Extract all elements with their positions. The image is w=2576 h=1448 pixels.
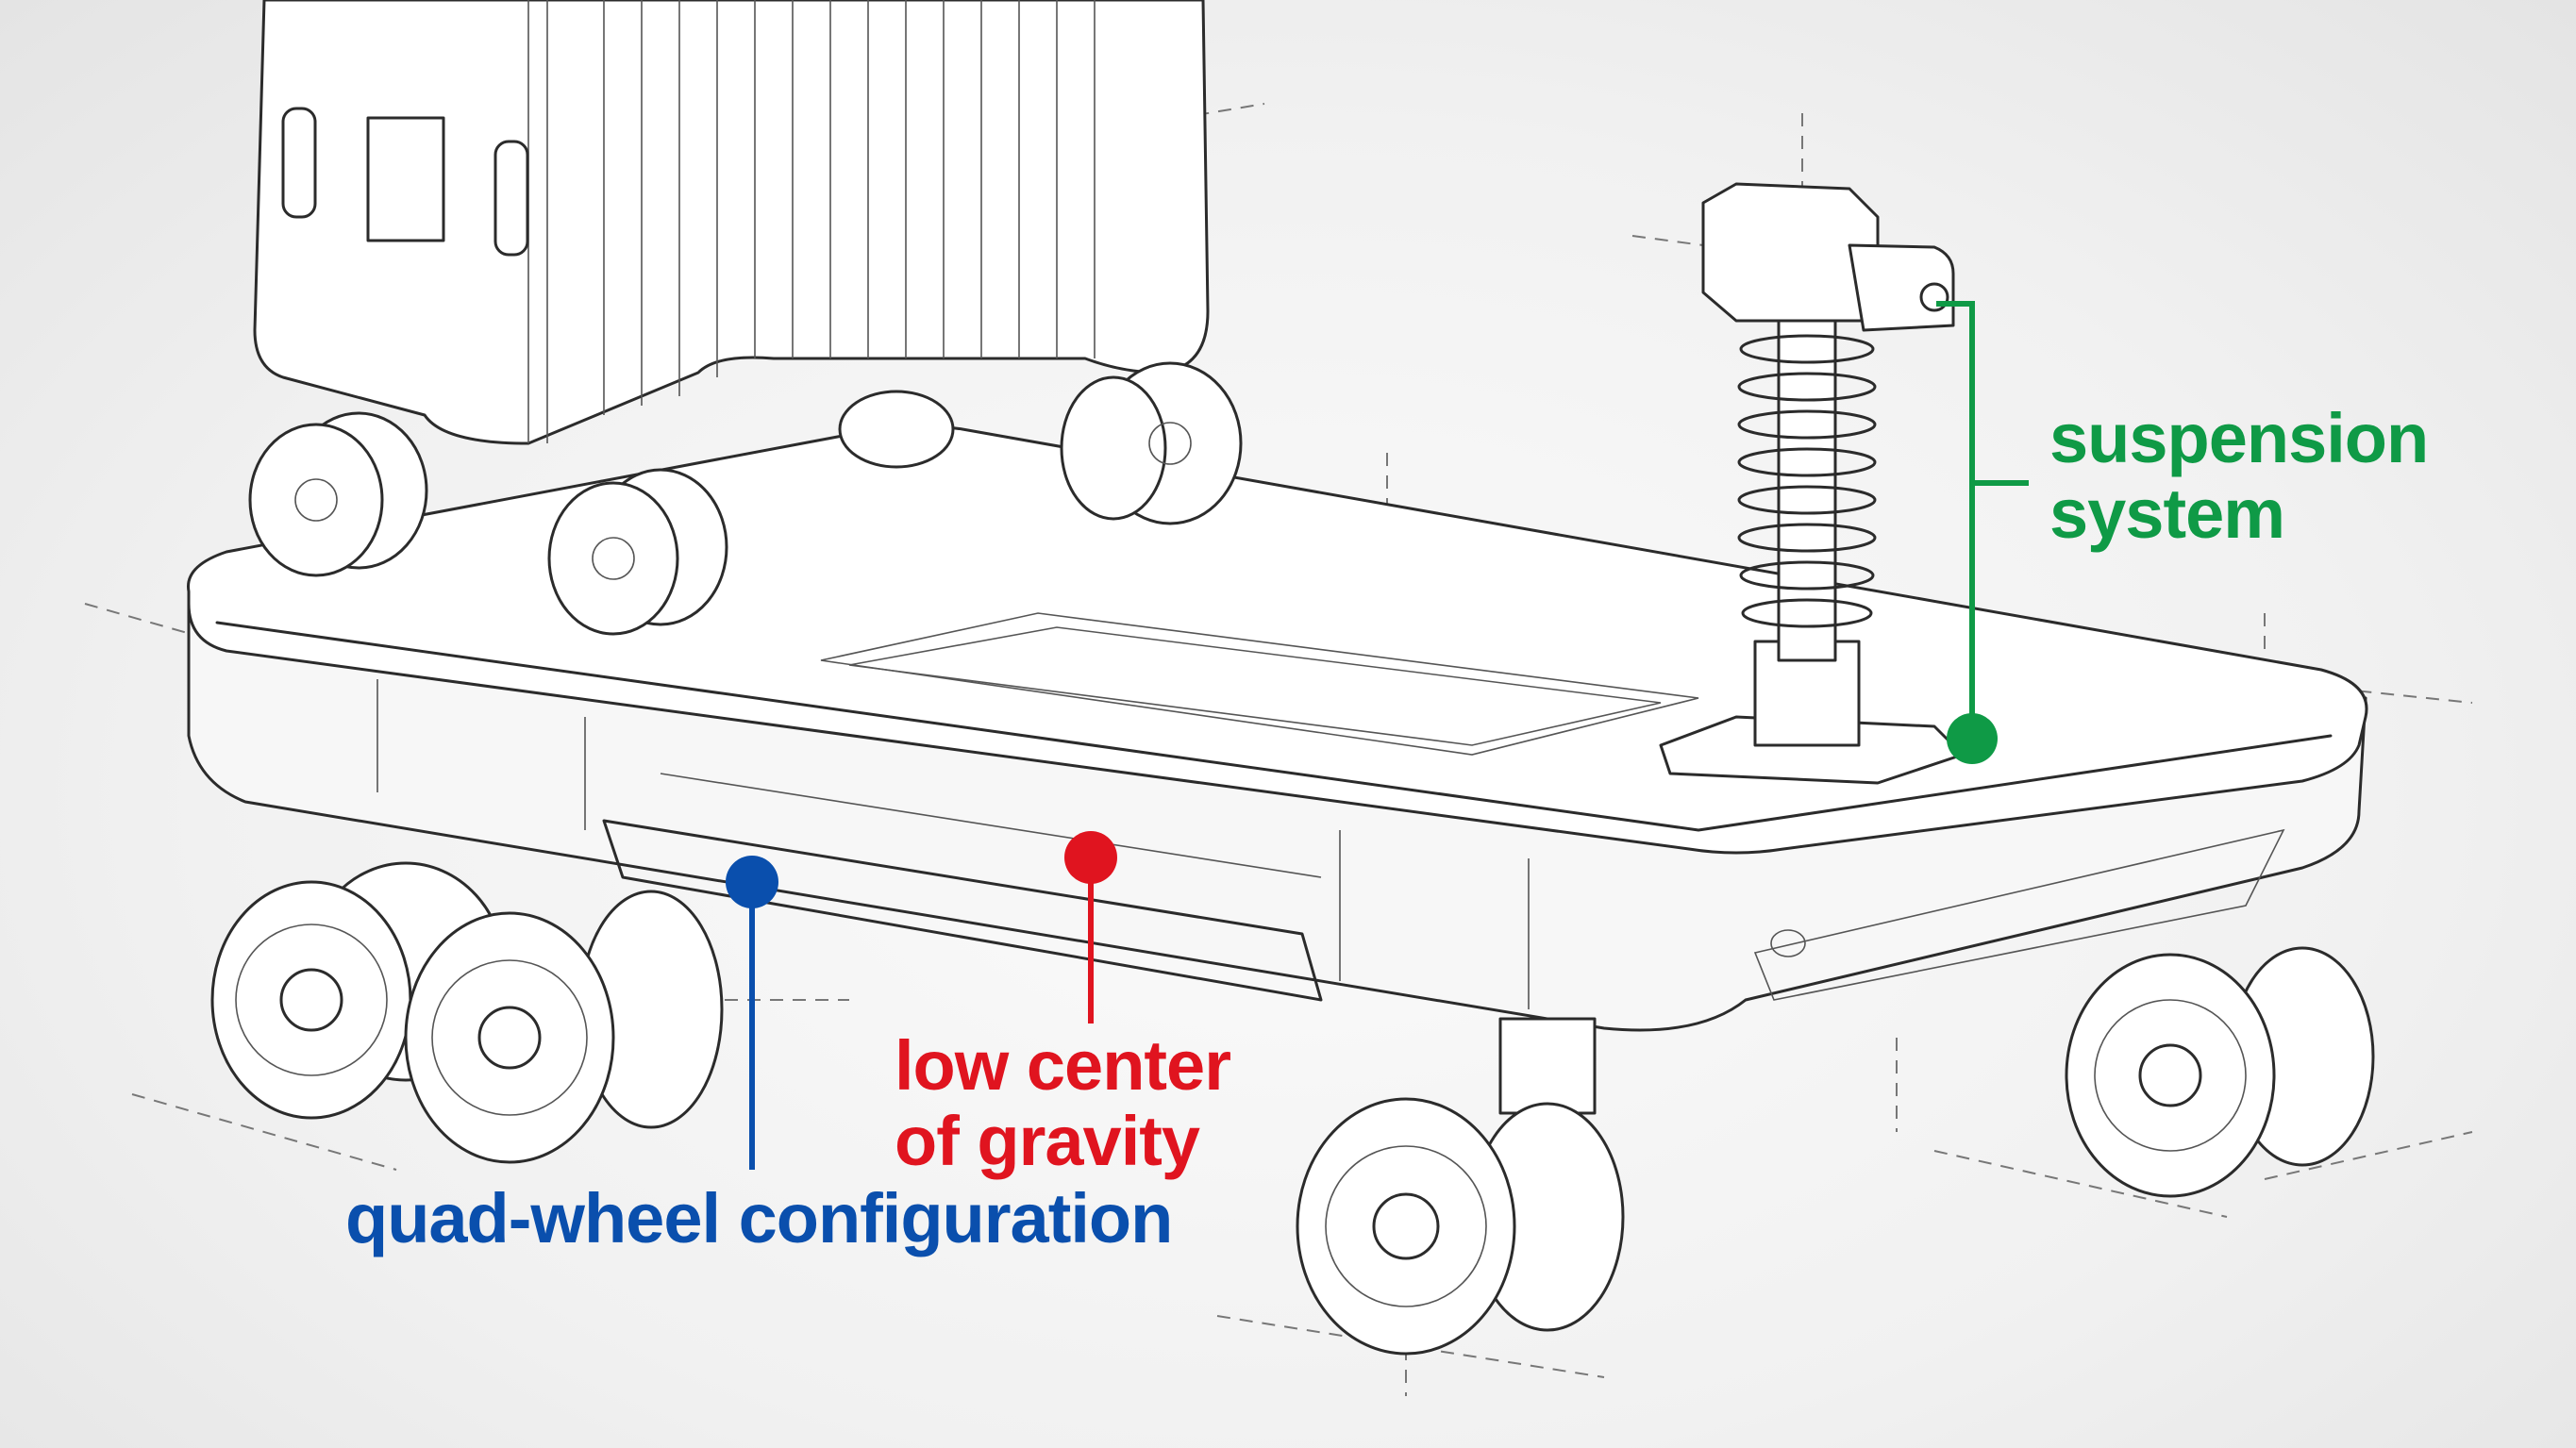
cart-wheels [210, 861, 2375, 1356]
wheel-front-right [2065, 946, 2375, 1198]
suspension-marker-dot [1947, 713, 1998, 764]
wheels-leader [726, 856, 778, 1170]
quad-wheel-configuration-label: quad-wheel configuration [345, 1179, 1173, 1257]
suspension-label-line2: system [2049, 474, 2285, 553]
gravity-leader [1064, 831, 1117, 1024]
low-center-of-gravity-label: low center of gravity [895, 1026, 1231, 1180]
wheel-front-center [1296, 1097, 1625, 1356]
dimension-lines [84, 103, 2473, 1396]
wheel-front-left [404, 890, 724, 1164]
suspension-leader [1936, 301, 2029, 764]
suspension-label-line1: suspension [2049, 399, 2429, 477]
suitcase-wheels [248, 361, 1243, 636]
suspension-system-label: suspension system [2049, 399, 2429, 553]
wheels-marker-dot [726, 856, 778, 908]
wheels-label-text: quad-wheel configuration [345, 1179, 1173, 1257]
gravity-label-line1: low center [895, 1026, 1231, 1105]
gravity-marker-dot [1064, 831, 1117, 884]
suitcase [253, 0, 1210, 445]
gravity-label-line2: of gravity [895, 1102, 1200, 1180]
